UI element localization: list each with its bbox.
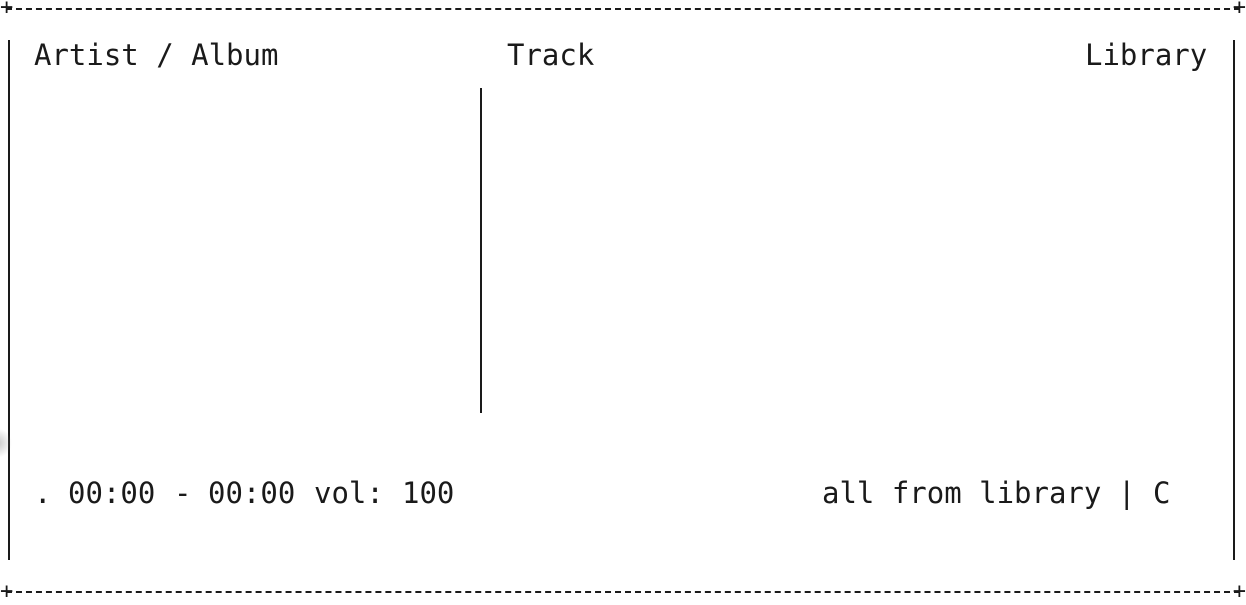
- border-top: [6, 8, 1240, 10]
- border-corner-top-right: +: [1232, 0, 1246, 20]
- artist-album-header[interactable]: Artist / Album: [34, 38, 279, 72]
- track-duration: 00:00: [208, 476, 296, 510]
- track-header[interactable]: Track: [507, 38, 595, 72]
- playback-source: all from library: [822, 476, 1102, 510]
- artist-album-list[interactable]: [12, 88, 478, 413]
- border-right: [1233, 40, 1235, 560]
- pane-divider[interactable]: [480, 88, 482, 413]
- mouse-cursor-shadow: [0, 428, 12, 458]
- volume-label: vol:: [314, 476, 384, 510]
- status-divider: |: [1118, 476, 1136, 510]
- playback-status-indicator: .: [34, 476, 52, 510]
- border-corner-bottom-right: +: [1232, 579, 1246, 604]
- playback-position: 00:00: [68, 476, 156, 510]
- border-left: [8, 40, 10, 560]
- track-list[interactable]: [484, 88, 1230, 413]
- continue-mode-flag: C: [1153, 476, 1171, 510]
- volume-value: 100: [402, 476, 455, 510]
- border-bottom: [6, 591, 1240, 593]
- library-header[interactable]: Library: [1085, 38, 1208, 72]
- time-separator: -: [174, 476, 192, 510]
